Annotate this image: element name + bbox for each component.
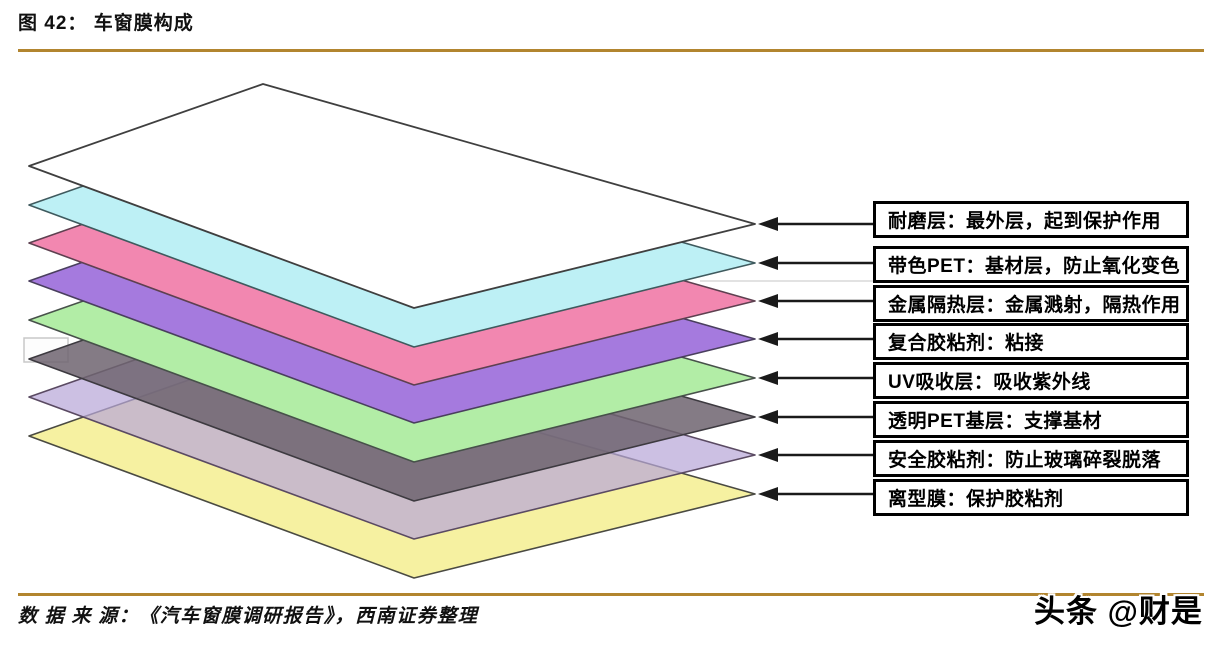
- bottom-divider-rule: [18, 593, 1204, 596]
- label-box-metal-insulation: 金属隔热层：金属溅射，隔热作用: [873, 285, 1189, 322]
- arrow-safety-adhesive: [758, 448, 873, 462]
- label-text: 透明PET基层：支撑基材: [888, 411, 1102, 432]
- label-box-colored-pet: 带色PET：基材层，防止氧化变色: [873, 246, 1189, 283]
- label-box-clear-pet-base: 透明PET基层：支撑基材: [873, 401, 1189, 438]
- figure-title: 图 42： 车窗膜构成: [18, 13, 194, 34]
- layer-sheet-wear-resistant: [28, 83, 756, 309]
- arrow-release-film: [758, 487, 873, 501]
- data-source-note: 数 据 来 源：《汽车窗膜调研报告》，西南证券整理: [18, 606, 479, 627]
- arrow-colored-pet: [758, 256, 873, 270]
- label-text: 金属隔热层：金属溅射，隔热作用: [888, 295, 1181, 316]
- label-box-uv-absorbing: UV吸收层：吸收紫外线: [873, 362, 1189, 399]
- arrow-clear-pet-base: [758, 410, 873, 424]
- arrow-wear-resistant: [758, 217, 873, 231]
- callout-arrows: [758, 217, 873, 501]
- arrow-composite-adhesive: [758, 332, 873, 346]
- label-box-composite-adhesive: 复合胶粘剂：粘接: [873, 323, 1189, 360]
- label-text: 复合胶粘剂：粘接: [888, 333, 1045, 354]
- label-text: 离型膜：保护胶粘剂: [888, 489, 1064, 510]
- arrow-uv-absorbing: [758, 371, 873, 385]
- label-text: 安全胶粘剂：防止玻璃碎裂脱落: [888, 450, 1162, 471]
- label-text: UV吸收层：吸收紫外线: [888, 372, 1091, 393]
- label-box-wear-resistant: 耐磨层：最外层，起到保护作用: [873, 201, 1189, 238]
- label-box-safety-adhesive: 安全胶粘剂：防止玻璃碎裂脱落: [873, 440, 1189, 477]
- label-text: 带色PET：基材层，防止氧化变色: [888, 256, 1180, 277]
- arrow-metal-insulation: [758, 294, 873, 308]
- toutiao-watermark: 头条 @财是: [1034, 594, 1203, 629]
- label-text: 耐磨层：最外层，起到保护作用: [888, 211, 1162, 232]
- top-divider-rule: [18, 49, 1204, 52]
- label-box-release-film: 离型膜：保护胶粘剂: [873, 479, 1189, 516]
